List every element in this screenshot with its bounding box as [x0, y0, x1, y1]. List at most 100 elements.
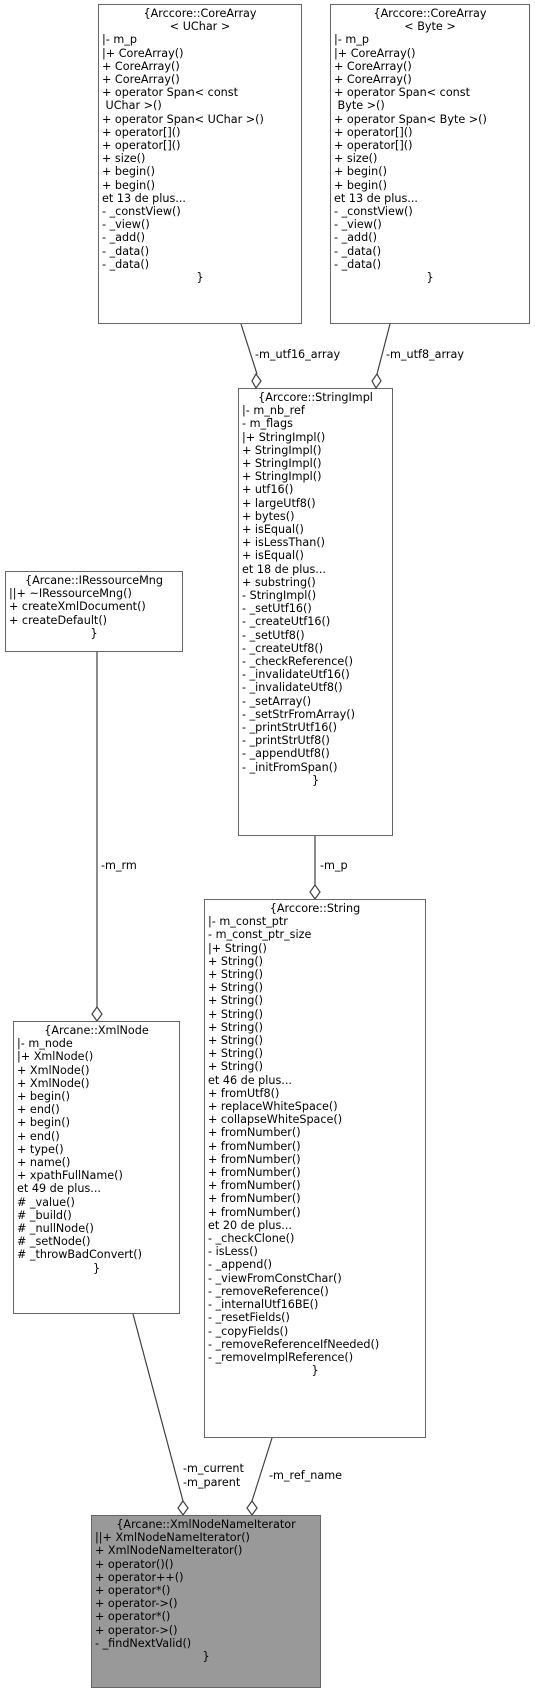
member-line: + size()	[102, 152, 146, 166]
member-line: + String()	[208, 1060, 264, 1074]
member-line: + String()	[208, 1047, 264, 1061]
member-line: |- m_p	[102, 33, 137, 47]
member-line: + xpathFullName()	[17, 1169, 123, 1183]
class-node-iressourcemng[interactable]: {Arcane::IRessourceMng||+ ~IRessourceMng…	[5, 571, 183, 652]
member-line: + CoreArray()	[102, 59, 180, 73]
member-line: + StringImpl()	[242, 457, 322, 471]
member-line: - _appendUtf8()	[242, 747, 330, 761]
member-line: + String()	[208, 1034, 264, 1048]
member-line: + XmlNodeNameIterator()	[95, 1544, 243, 1558]
member-line: }	[202, 1650, 210, 1664]
member-line: - _setStrFromArray()	[242, 707, 355, 721]
class-node-xmlnodenameiterator[interactable]: {Arcane::XmlNodeNameIterator||+ XmlNodeN…	[91, 1515, 321, 1688]
member-line: + operator Span< Byte >()	[334, 112, 487, 126]
member-line: + replaceWhiteSpace()	[208, 1100, 338, 1114]
member-line: + CoreArray()	[334, 59, 412, 73]
member-line: + fromNumber()	[208, 1126, 301, 1140]
member-line: - _checkClone()	[208, 1232, 295, 1246]
edge-label-m-current: -m_current	[183, 1462, 244, 1475]
member-line: - _data()	[102, 257, 150, 271]
member-line: {Arcane::XmlNode	[44, 1024, 149, 1037]
member-line: }	[92, 1261, 101, 1275]
member-line: UChar >()	[102, 99, 162, 113]
edge-label-utf8: -m_utf8_array	[386, 348, 464, 361]
member-line: - _removeImplReference()	[208, 1350, 354, 1364]
edge-m-ref-name-line	[251, 1437, 273, 1502]
member-line: + bytes()	[242, 509, 295, 523]
member-line: + String()	[208, 1020, 264, 1034]
member-line: + operator Span< const	[334, 86, 470, 100]
edge-m-ref-name-diamond	[246, 1499, 258, 1517]
member-line: - _removeReferenceIfNeeded()	[208, 1337, 380, 1351]
edge-label-m-parent: -m_parent	[183, 1476, 241, 1489]
member-line: + XmlNode()	[17, 1076, 90, 1090]
member-line: - _internalUtf16BE()	[208, 1298, 319, 1312]
member-line: et 46 de plus...	[208, 1073, 292, 1087]
member-line: + begin()	[102, 178, 155, 192]
member-line: + String()	[208, 1007, 264, 1021]
member-line: - _add()	[102, 231, 145, 245]
member-line: |+ XmlNode()	[17, 1050, 94, 1064]
member-line: et 13 de plus...	[102, 191, 186, 205]
class-node-corearray-uchar[interactable]: {Arccore::CoreArray< UChar >|- m_p|+ Cor…	[98, 4, 302, 324]
member-line: + end()	[17, 1129, 60, 1143]
member-line: |- m_const_ptr	[208, 915, 288, 929]
class-node-xmlnode[interactable]: {Arcane::XmlNode|- m_node|+ XmlNode()+ X…	[13, 1021, 180, 1314]
member-line: + CoreArray()	[102, 73, 180, 87]
member-line: + operator[]()	[334, 139, 413, 153]
member-line: + begin()	[17, 1116, 70, 1130]
member-line: + operator Span< const	[102, 86, 238, 100]
member-line: + XmlNode()	[17, 1063, 90, 1077]
member-line: - _append()	[208, 1258, 273, 1272]
member-line: }	[311, 773, 320, 787]
member-line: + fromNumber()	[208, 1205, 301, 1219]
member-line: + type()	[17, 1142, 64, 1156]
member-line: + fromUtf8()	[208, 1086, 280, 1100]
member-line: - StringImpl()	[242, 589, 317, 603]
member-line: # _value()	[17, 1195, 75, 1209]
member-line: + begin()	[334, 178, 387, 192]
member-line: - m_const_ptr_size	[208, 928, 312, 942]
member-line: }	[90, 626, 98, 640]
member-line: + utf16()	[242, 483, 294, 497]
member-line: + CoreArray()	[334, 73, 412, 87]
edge-m-p-diamond	[309, 883, 321, 901]
member-line: - _data()	[334, 257, 382, 271]
member-line: < Byte >	[404, 20, 456, 34]
class-node-stringimpl[interactable]: {Arccore::StringImpl|- m_nb_ref- m_flags…	[238, 388, 393, 836]
class-node-string[interactable]: {Arccore::String|- m_const_ptr- m_const_…	[204, 899, 426, 1438]
member-line: - _constView()	[102, 205, 181, 219]
member-line: + size()	[334, 152, 378, 166]
member-line: }	[196, 271, 204, 285]
member-line: + fromNumber()	[208, 1179, 301, 1193]
member-line: < UChar >	[169, 20, 231, 34]
member-line: + operator[]()	[102, 125, 181, 139]
edge-m-rm-diamond	[91, 1005, 103, 1023]
member-line: - _removeReference()	[208, 1284, 329, 1298]
edge-m-current-diamond	[177, 1499, 189, 1517]
class-node-corearray-byte[interactable]: {Arccore::CoreArray< Byte >|- m_p|+ Core…	[330, 4, 530, 324]
member-line: + operator[]()	[334, 125, 413, 139]
member-line: + operator*()	[95, 1584, 171, 1598]
member-line: |+ CoreArray()	[102, 46, 184, 60]
member-line: et 20 de plus...	[208, 1218, 292, 1232]
member-line: - _add()	[334, 231, 377, 245]
member-line: {Arccore::StringImpl	[258, 391, 373, 404]
member-line: # _setNode()	[17, 1235, 91, 1249]
member-line: + fromNumber()	[208, 1152, 301, 1166]
member-line: + collapseWhiteSpace()	[208, 1113, 343, 1127]
member-line: |- m_p	[334, 33, 369, 47]
member-line: - _resetFields()	[208, 1311, 290, 1325]
member-line: + begin()	[17, 1090, 70, 1104]
member-line: - _invalidateUtf8()	[242, 681, 343, 695]
member-line: - _view()	[334, 218, 382, 232]
member-line: - _createUtf16()	[242, 615, 331, 629]
edge-label-utf16: -m_utf16_array	[255, 348, 341, 361]
member-line: - _view()	[102, 218, 150, 232]
member-line: # _nullNode()	[17, 1222, 94, 1236]
member-line: - _printStrUtf16()	[242, 721, 338, 735]
member-line: {Arcane::XmlNodeNameIterator	[116, 1518, 296, 1531]
member-line: - m_flags	[242, 417, 293, 431]
member-line: et 13 de plus...	[334, 191, 418, 205]
